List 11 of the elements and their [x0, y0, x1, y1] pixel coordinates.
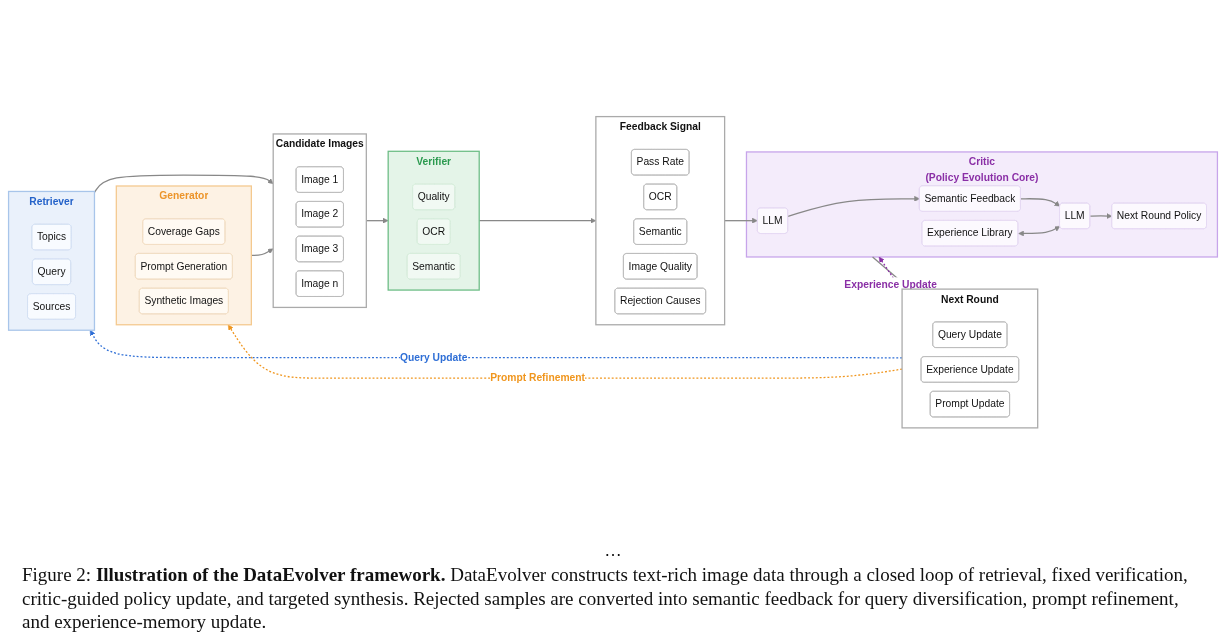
- arrow: [787, 196, 920, 217]
- arrow: [1020, 198, 1061, 207]
- arrow: [724, 217, 758, 224]
- edge-label: Query Update: [399, 351, 468, 363]
- arrow: [1018, 226, 1061, 237]
- note-label: …: [604, 540, 622, 562]
- caption: Figure 2: Illustration of the DataEvolver framework. DataEvolver constructs text-rich image data through a closed loop of retrieval, fixed verification, critic-guided policy update, and targeted synthesis. Rejected samples are converted into semantic feedback for query diversification, prompt refinement, and experience-memory update.: [22, 563, 1189, 633]
- edge-label: Experience Update: [844, 279, 937, 291]
- arrow: [93, 174, 274, 194]
- arrow: [1089, 213, 1113, 219]
- edge-label: Prompt Refinement: [490, 372, 585, 384]
